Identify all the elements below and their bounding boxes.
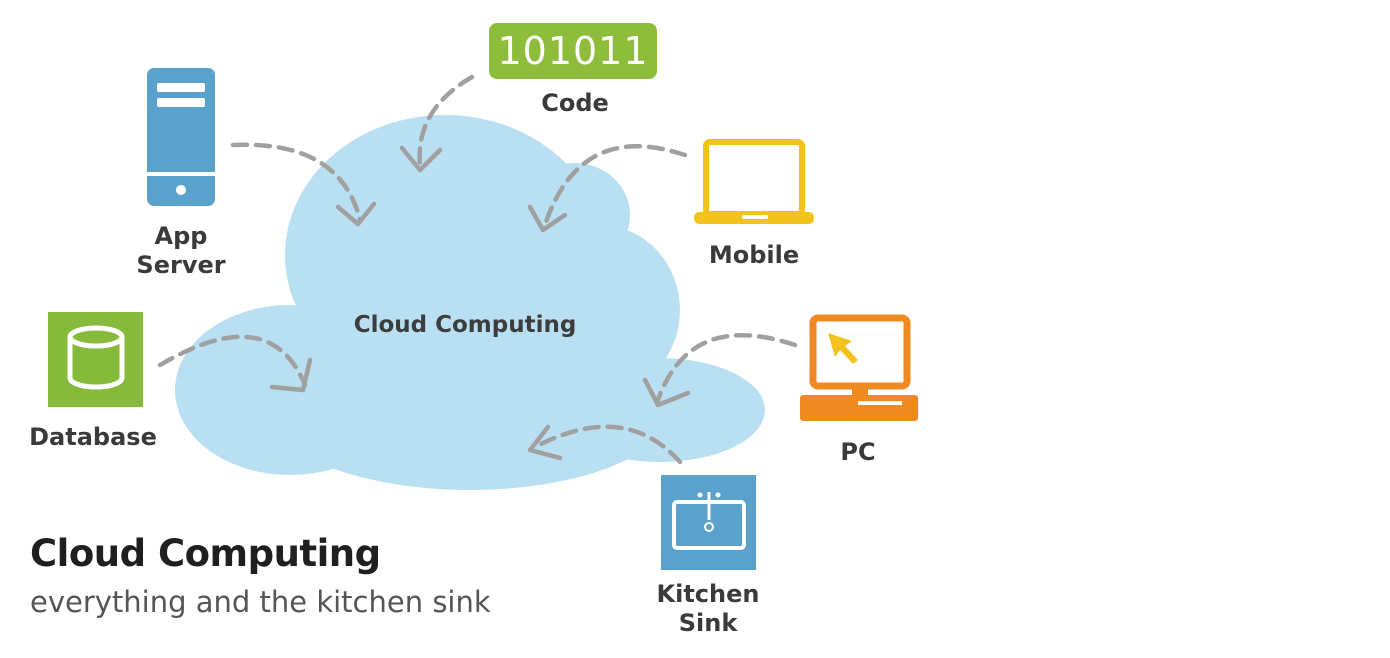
arrow-mobile: [542, 144, 688, 228]
arrow-kitchen-sink: [532, 424, 683, 465]
diagram-subtitle: everything and the kitchen sink: [30, 585, 491, 619]
laptop-icon: [694, 139, 814, 224]
kitchen-sink-label-line2: Sink: [678, 609, 738, 637]
database-icon: [48, 312, 143, 407]
arrow-app-server: [230, 142, 363, 223]
arrow-code: [417, 74, 475, 168]
code-value: 101011: [497, 29, 649, 73]
arrow-code-head: [399, 145, 443, 173]
cloud-label: Cloud Computing: [353, 312, 577, 338]
arrow-pc-head: [642, 377, 691, 408]
kitchen-sink-label: Kitchen Sink: [648, 580, 768, 638]
sink-icon: [661, 475, 756, 570]
cloud-shape: [175, 115, 765, 490]
kitchen-sink-label-line1: Kitchen: [656, 580, 760, 608]
arrow-mobile-head: [527, 204, 568, 233]
mobile-label: Mobile: [708, 241, 800, 269]
app-server-label-line2: Server: [136, 251, 226, 279]
arrow-database: [157, 334, 308, 388]
connection-arrows: [157, 74, 798, 465]
server-icon: [147, 68, 215, 206]
database-label: Database: [29, 423, 157, 451]
arrow-app-server-head: [335, 201, 377, 227]
diagram-title: Cloud Computing: [30, 532, 381, 575]
arrow-pc: [655, 332, 798, 403]
app-server-label-line1: App: [154, 222, 208, 250]
pc-label: PC: [840, 438, 876, 466]
arrow-kitchen-sink-head: [527, 424, 563, 461]
desktop-pc-icon: [800, 314, 918, 421]
app-server-label: App Server: [121, 222, 241, 280]
code-label: Code: [541, 89, 609, 117]
code-icon: 101011: [489, 23, 657, 79]
arrow-database-head: [269, 357, 313, 393]
